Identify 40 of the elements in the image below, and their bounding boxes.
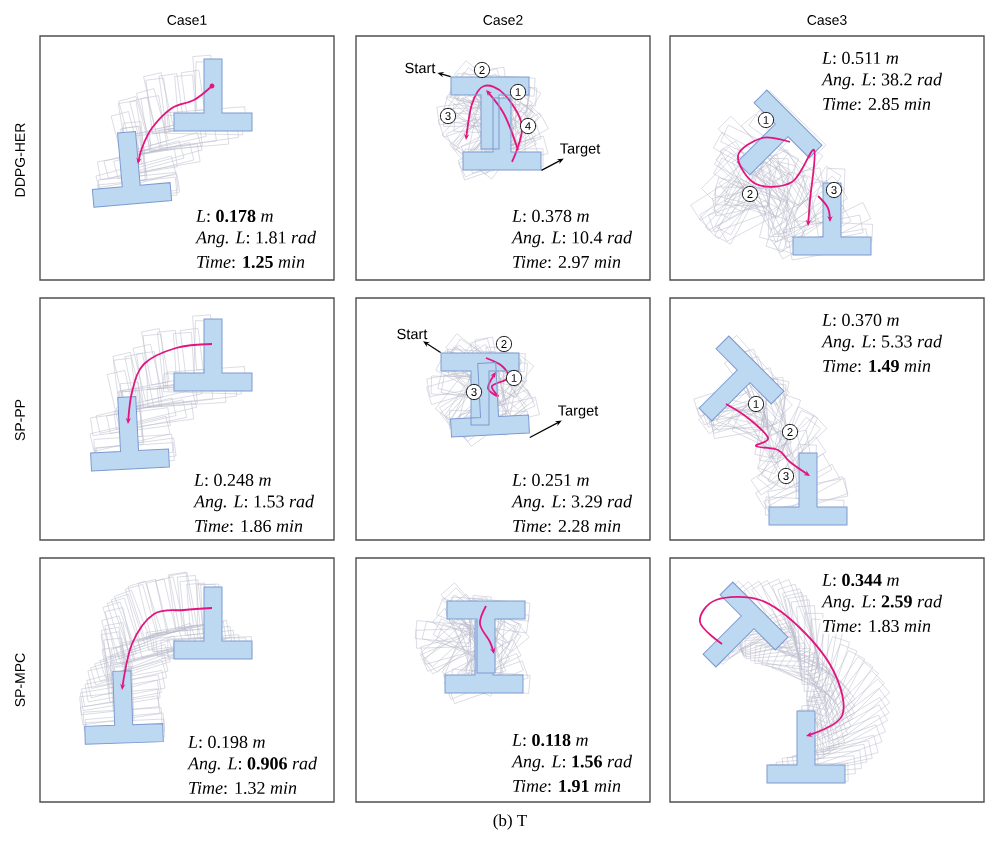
metric-text: Ang. L: 1.81 rad — [194, 229, 318, 249]
panel — [39, 557, 335, 803]
metric-text: Time: 1.49 min — [820, 358, 933, 374]
metric-text: Time: 1.91 min — [510, 778, 623, 794]
pointer-arrow — [540, 158, 564, 171]
metric-text: Time: 1.32 min — [186, 780, 299, 796]
metric-text: L: 0.118 m — [510, 732, 591, 748]
metric-text: Time: 2.28 min — [510, 518, 623, 534]
metric-text: Ang. L: 38.2 rad — [820, 71, 944, 91]
metric-text: Time: 2.85 min — [820, 96, 933, 112]
panel — [39, 297, 335, 541]
pointer-arrow — [529, 420, 562, 439]
metric-text: Time: 1.83 min — [820, 618, 933, 634]
panel — [355, 557, 651, 803]
metric-text: Ang. L: 5.33 rad — [820, 333, 944, 353]
metric-text: Ang. L: 2.59 rad — [820, 593, 944, 613]
metric-text: L: 0.511 m — [820, 50, 901, 66]
metric-text: L: 0.378 m — [510, 208, 592, 224]
metric-text: Ang. L: 0.906 rad — [186, 755, 319, 775]
caption: (b) T — [493, 814, 527, 830]
panel — [39, 35, 335, 281]
t-block — [440, 352, 530, 438]
metric-text: L: 0.370 m — [820, 312, 902, 328]
metric-text: L: 0.198 m — [186, 734, 268, 750]
metric-text: Time: 2.97 min — [510, 254, 623, 270]
panel — [669, 35, 985, 281]
metric-text: Time: 1.25 min — [194, 254, 307, 270]
metric-text: Ang. L: 1.56 rad — [510, 753, 634, 773]
metric-text: L: 0.344 m — [820, 572, 902, 588]
metric-text: Ang. L: 10.4 rad — [510, 229, 634, 249]
t-block — [450, 76, 542, 171]
panel — [669, 297, 985, 541]
pointer-arrow — [423, 341, 442, 354]
metric-text: L: 0.248 m — [192, 472, 274, 488]
metric-text: Ang. L: 3.29 rad — [510, 493, 634, 513]
metric-text: L: 0.251 m — [510, 472, 592, 488]
metric-text: L: 0.178 m — [194, 208, 276, 224]
metric-text: Ang. L: 1.53 rad — [192, 493, 316, 513]
metric-text: Time: 1.86 min — [192, 518, 305, 534]
panel — [669, 557, 985, 803]
